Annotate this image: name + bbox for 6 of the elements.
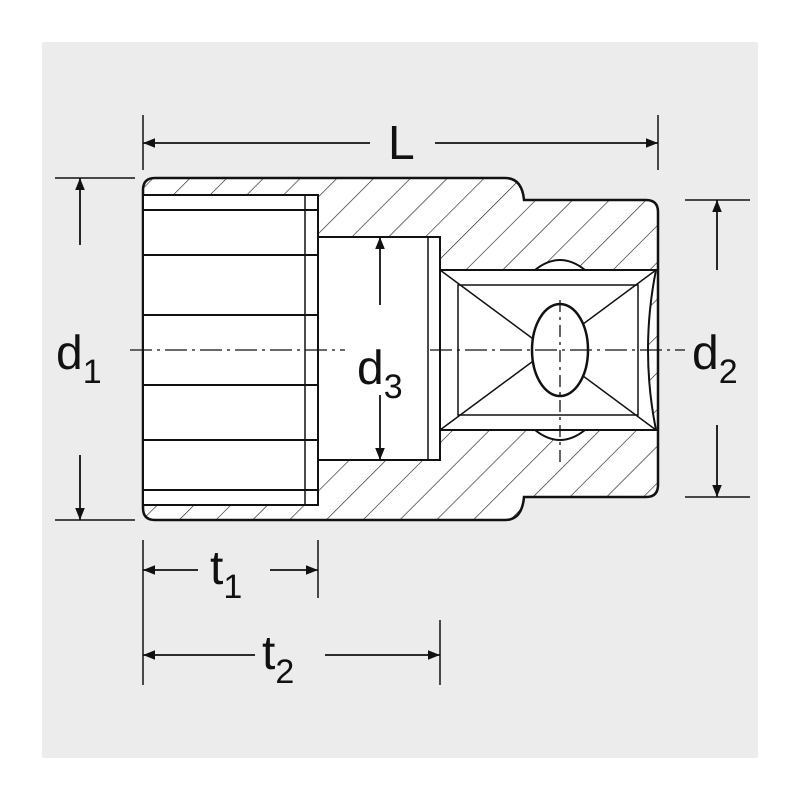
dimension-label: L <box>388 120 415 168</box>
dimension-label: t$_{1}$ <box>210 545 242 604</box>
dimension-label: d$_{2}$ <box>692 330 738 389</box>
dimension-label: d$_{1}$ <box>56 330 102 389</box>
dimension-label: t$_{2}$ <box>262 630 294 689</box>
dimension-label: d$_{3}$ <box>357 345 403 404</box>
